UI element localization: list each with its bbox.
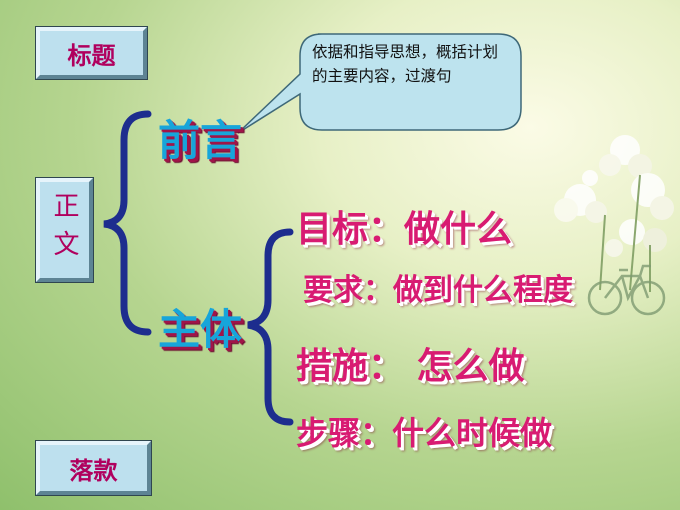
signature-box: 落款 bbox=[35, 440, 152, 496]
item-measures: 措施： 怎么做 bbox=[296, 346, 525, 387]
item-goal: 目标：做什么 bbox=[296, 209, 513, 250]
main-body-heading: 主体 bbox=[158, 305, 243, 354]
body-box-label: 正文 bbox=[49, 192, 79, 268]
preface-heading: 前言 bbox=[158, 116, 243, 165]
title-box-label: 标题 bbox=[67, 40, 116, 70]
body-box: 正文 bbox=[35, 177, 94, 283]
outer-brace bbox=[103, 110, 152, 336]
item-steps: 步骤：什么时候做 bbox=[296, 414, 553, 452]
flower-icon bbox=[554, 135, 674, 292]
title-box: 标题 bbox=[35, 26, 148, 80]
callout-bubble bbox=[237, 33, 522, 134]
bicycle-icon bbox=[587, 264, 666, 316]
item-requirement: 要求：做到什么程度 bbox=[303, 273, 573, 308]
signature-box-label: 落款 bbox=[69, 455, 118, 485]
inner-brace bbox=[247, 228, 294, 426]
callout-text: 依据和指导思想，概括计划的主要内容，过渡句 bbox=[312, 43, 499, 85]
